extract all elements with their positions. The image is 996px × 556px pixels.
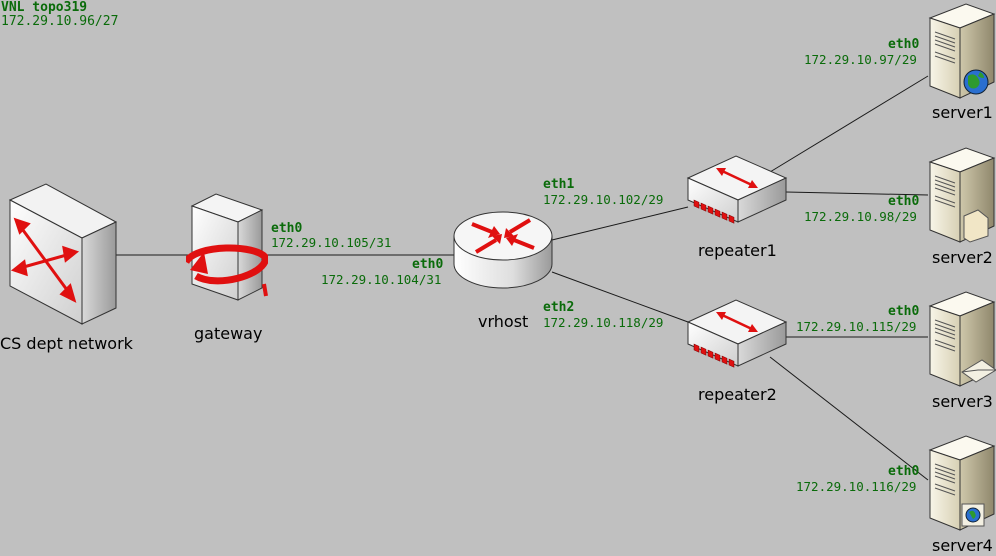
gateway-icon xyxy=(182,193,270,301)
server1-node[interactable] xyxy=(926,2,996,100)
router-icon xyxy=(453,211,553,289)
vrhost-eth0-name: eth0 xyxy=(412,257,444,272)
link-repeater2-server4 xyxy=(769,356,929,481)
vrhost-eth0-ip: 172.29.10.104/31 xyxy=(321,272,442,287)
server1-label: server1 xyxy=(932,103,993,122)
cs-dept-network-label: CS dept network xyxy=(0,334,133,353)
server-icon xyxy=(928,147,996,243)
vrhost-eth1-ip: 172.29.10.102/29 xyxy=(543,192,664,207)
server1-eth0-ip: 172.29.10.97/29 xyxy=(804,52,917,67)
gateway-eth0-ip: 172.29.10.105/31 xyxy=(271,235,392,250)
vrhost-eth1-name: eth1 xyxy=(543,177,575,192)
server1-eth0-name: eth0 xyxy=(888,37,920,52)
server2-eth0-ip: 172.29.10.98/29 xyxy=(804,209,917,224)
server3-node[interactable] xyxy=(926,290,996,388)
repeater-icon xyxy=(686,299,788,368)
repeater2-node[interactable] xyxy=(686,294,788,370)
server3-label: server3 xyxy=(932,392,993,411)
envelope-icon xyxy=(961,359,996,383)
vrhost-eth2-ip: 172.29.10.118/29 xyxy=(543,315,664,330)
server2-eth0-name: eth0 xyxy=(888,194,920,209)
vrhost-eth2-name: eth2 xyxy=(543,300,575,315)
link-vrhost-repeater2 xyxy=(551,271,689,323)
server4-label: server4 xyxy=(932,536,993,555)
repeater1-node[interactable] xyxy=(686,150,788,226)
server-icon xyxy=(928,3,996,99)
repeater1-label: repeater1 xyxy=(698,241,777,260)
link-repeater1-server1 xyxy=(769,75,929,173)
server4-eth0-ip: 172.29.10.116/29 xyxy=(796,479,917,494)
server-icon xyxy=(928,435,996,531)
gateway-node[interactable] xyxy=(182,192,270,304)
topology-title: VNL topo319 xyxy=(1,0,88,15)
server-icon xyxy=(928,291,996,387)
server4-node[interactable] xyxy=(926,434,996,532)
server3-eth0-ip: 172.29.10.115/29 xyxy=(796,319,917,334)
topology-subnet: 172.29.10.96/27 xyxy=(1,14,119,29)
repeater-icon xyxy=(686,155,788,224)
cs-dept-network-node[interactable] xyxy=(8,182,118,327)
server3-eth0-name: eth0 xyxy=(888,304,920,319)
gateway-eth0-name: eth0 xyxy=(271,221,303,236)
file-icon xyxy=(963,209,989,243)
server2-label: server2 xyxy=(932,248,993,267)
link-vrhost-repeater1 xyxy=(551,206,689,241)
web-page-icon xyxy=(961,503,985,527)
gateway-label: gateway xyxy=(194,324,263,343)
vrhost-label: vrhost xyxy=(478,312,529,331)
server4-eth0-name: eth0 xyxy=(888,464,920,479)
switch-icon xyxy=(8,183,118,325)
link-repeater1-server2 xyxy=(785,191,929,196)
server2-node[interactable] xyxy=(926,146,996,244)
repeater2-label: repeater2 xyxy=(698,385,777,404)
vrhost-node[interactable] xyxy=(452,206,554,292)
